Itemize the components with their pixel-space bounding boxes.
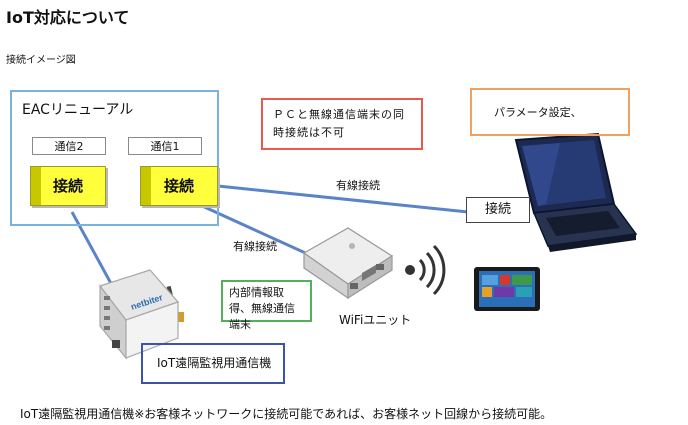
connect-port-comm2: 接続 xyxy=(30,166,106,206)
port-label-comm1: 通信1 xyxy=(128,137,202,155)
page-title: IoT対応について xyxy=(6,8,130,27)
wifi-unit-label: WiFiユニット xyxy=(339,313,412,327)
connect-label: 接続 xyxy=(163,177,194,195)
footnote: IoT遠隔監視用通信機※お客様ネットワークに接続可能であれば、お客様ネット回線か… xyxy=(20,407,553,421)
port-label-comm2: 通信2 xyxy=(32,137,106,155)
wifi-unit-device-icon xyxy=(302,227,394,300)
wired-connection-label-wifi: 有線接続 xyxy=(233,240,277,253)
parameter-setting-note: パラメータ設定、 xyxy=(470,88,630,136)
tablet-icon xyxy=(474,267,540,311)
wifi-signal-icon xyxy=(405,244,446,296)
simultaneous-connection-note: ＰＣと無線通信端末の同時接続は不可 xyxy=(261,98,423,150)
connect-label: 接続 xyxy=(52,177,83,195)
laptop-icon xyxy=(514,132,638,252)
pc-connect-label: 接続 xyxy=(466,197,530,223)
eac-renewal-frame xyxy=(10,90,219,226)
link-eac-to-pc xyxy=(217,184,469,214)
internal-info-note: 内部情報取得、無線通信端末 xyxy=(221,280,312,331)
wired-connection-label-pc: 有線接続 xyxy=(336,179,380,192)
diagram-subtitle: 接続イメージ図 xyxy=(6,55,76,66)
iot-gateway-device-icon: netbiter xyxy=(99,269,184,360)
iot-device-label: IoT遠隔監視用通信機 xyxy=(141,343,285,384)
connect-shade xyxy=(141,167,151,205)
eac-renewal-label: EACリニューアル xyxy=(22,102,134,118)
connect-port-comm1: 接続 xyxy=(140,166,218,206)
connect-shade xyxy=(31,167,41,205)
